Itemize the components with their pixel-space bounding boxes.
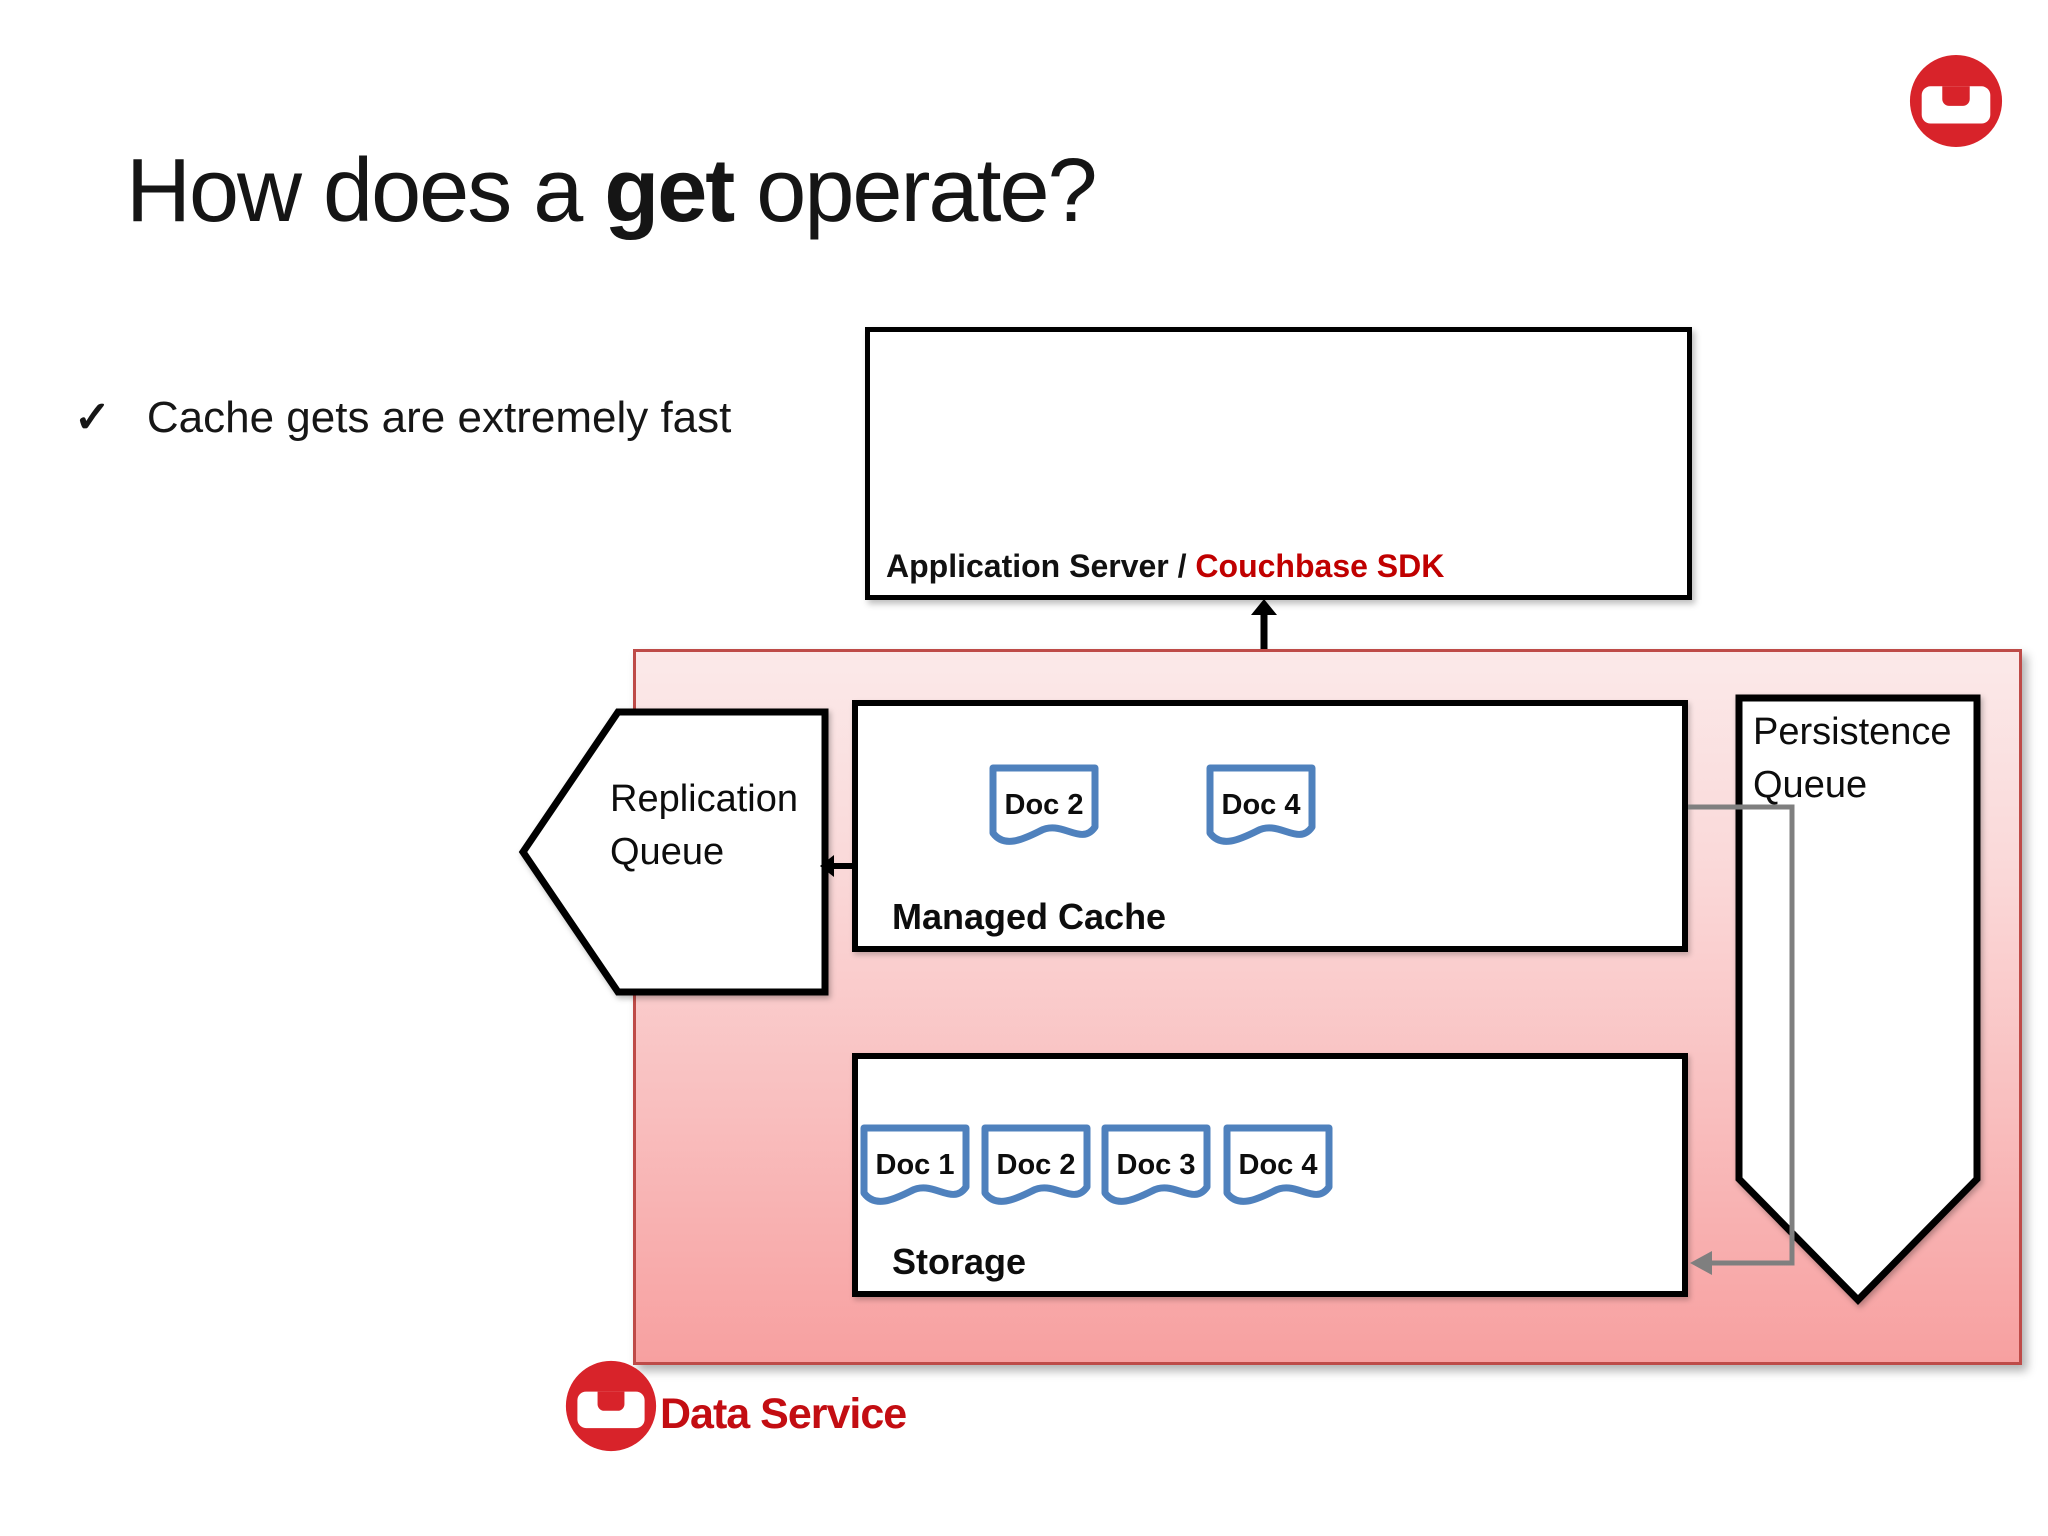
title-emphasis: get <box>604 141 735 241</box>
persistence-queue-line1: Persistence <box>1753 711 1952 753</box>
doc-label: Doc 4 <box>1238 1148 1318 1181</box>
doc-label: Doc 1 <box>875 1148 955 1181</box>
document-shape-icon <box>1206 764 1316 845</box>
doc-icon: Doc 2 <box>980 1123 1092 1219</box>
replication-arrow-icon <box>820 855 858 877</box>
replication-queue-line1: Replication <box>610 778 798 820</box>
doc-icon: Doc 4 <box>1205 763 1317 859</box>
bullet-text: Cache gets are extremely fast <box>146 393 732 442</box>
doc-icon: Doc 3 <box>1100 1123 1212 1219</box>
checkmark-icon: ✓ <box>74 393 111 442</box>
doc-icon: Doc 1 <box>859 1123 971 1219</box>
couchbase-sdk-label: Couchbase SDK <box>1195 548 1445 584</box>
title-prefix: How does a <box>126 141 605 241</box>
title-suffix: operate? <box>733 141 1097 241</box>
doc-label: Doc 3 <box>1116 1148 1196 1181</box>
storage-label: Storage <box>892 1241 1027 1282</box>
document-shape-icon <box>860 1124 970 1205</box>
document-shape-icon <box>1223 1124 1333 1205</box>
doc-label: Doc 2 <box>1004 788 1084 821</box>
application-server-label-text: Application Server / <box>886 548 1196 584</box>
managed-cache-label: Managed Cache <box>892 896 1167 937</box>
persistence-queue-label: Persistence Queue <box>1753 706 1952 812</box>
couchbase-logo-icon <box>1909 54 2003 148</box>
doc-icon: Doc 2 <box>988 763 1100 859</box>
couchbase-logo-icon <box>565 1360 657 1452</box>
data-service-caption: Data Service <box>660 1390 907 1438</box>
bullet-item: ✓ Cache gets are extremely fast <box>74 392 731 443</box>
persistence-connector-icon <box>1688 804 1795 1275</box>
doc-label: Doc 4 <box>1221 788 1301 821</box>
application-server-label: Application Server / Couchbase SDK <box>886 548 1444 585</box>
persistence-queue-shape <box>1735 694 1981 1305</box>
managed-cache-box: Doc 2 Doc 4 Managed Cache <box>852 700 1688 952</box>
doc-icon: Doc 4 <box>1222 1123 1334 1219</box>
storage-box: Doc 1 Doc 2 Doc 3 Doc 4 Storage <box>852 1053 1688 1297</box>
replication-queue-label: Replication Queue <box>610 773 798 879</box>
replication-queue-shape <box>518 708 829 996</box>
doc-label: Doc 2 <box>996 1148 1076 1181</box>
document-shape-icon <box>1101 1124 1211 1205</box>
document-shape-icon <box>989 764 1099 845</box>
persistence-queue-line2: Queue <box>1753 764 1868 806</box>
application-server-box: Application Server / Couchbase SDK <box>865 327 1692 600</box>
document-shape-icon <box>981 1124 1091 1205</box>
replication-queue-line2: Queue <box>610 831 725 873</box>
page-title: How does a get operate? <box>126 140 1098 243</box>
